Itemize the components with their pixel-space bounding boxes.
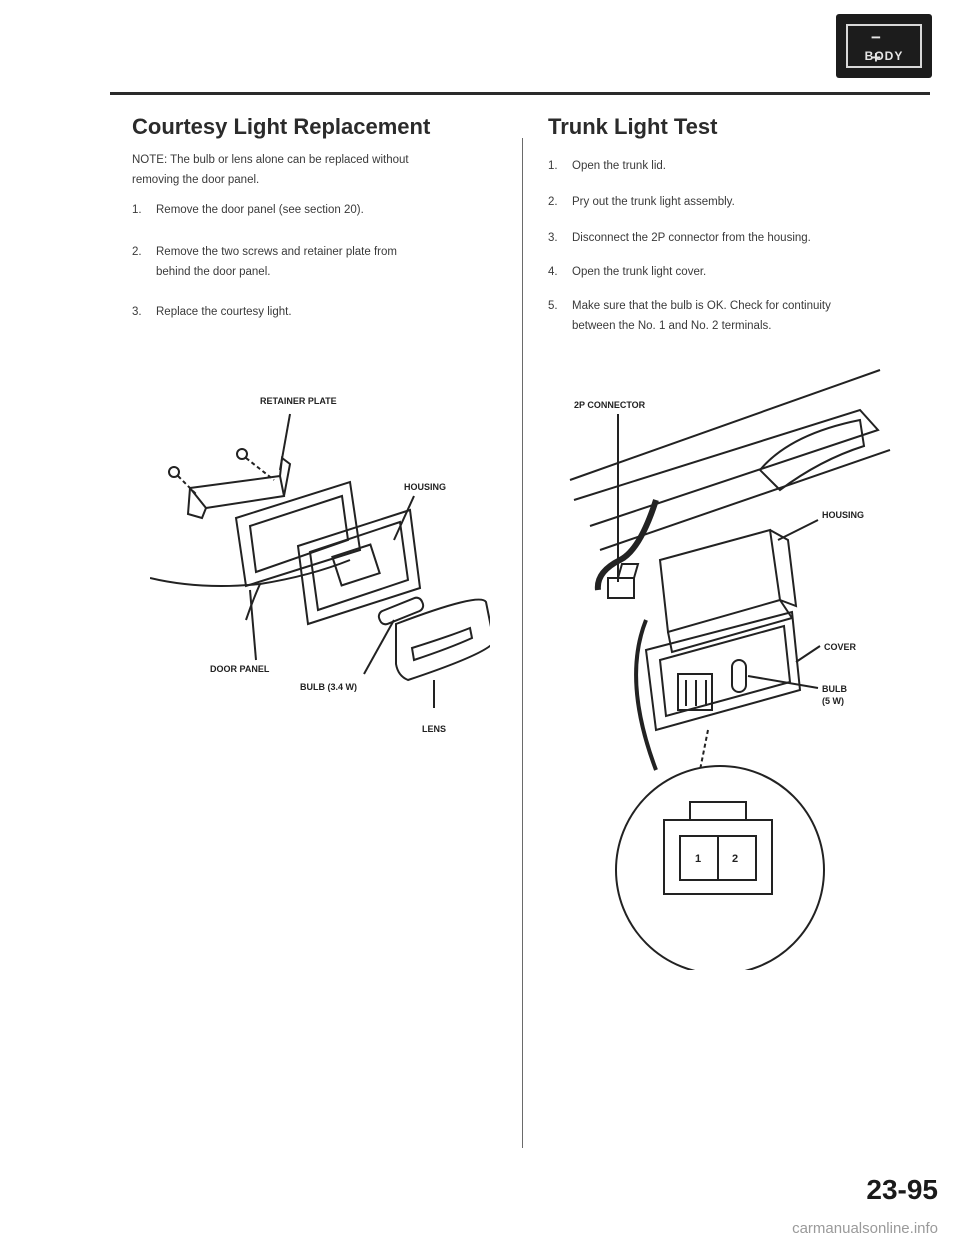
courtesy-light-diagram: RETAINER PLATE HOUSING DOOR PANEL BULB (… [150,396,490,734]
trunk-light-title: Trunk Light Test [548,114,718,139]
terminal-magnifier [615,765,825,970]
courtesy-note: NOTE: The bulb or lens alone can be repl… [132,150,502,190]
connector-face [663,819,773,895]
connector-2p [607,577,635,599]
page-number: 23-95 [866,1174,938,1205]
label-trunk-housing: HOUSING [822,510,864,520]
trunk-step-3: 3. Disconnect the 2P connector from the … [548,232,811,244]
trunk-light-diagram: 2P CONNECTOR HOUSING COVER BULB (5 W) 1 … [569,369,891,970]
trunk-step-4: 4. Open the trunk light cover. [548,266,707,278]
label-retainer-plate: RETAINER PLATE [260,396,337,406]
label-2p-connector: 2P CONNECTOR [574,400,646,410]
housing-box [296,508,422,626]
screw-right [236,448,248,460]
socket-terminals [677,673,713,711]
label-door-panel: DOOR PANEL [210,664,270,674]
wire-harness [594,499,659,591]
body-section-badge: − + BODY [836,14,932,78]
terminal-1-label: 1 [695,853,701,865]
courtesy-step-1: 1. Remove the door panel (see section 20… [132,204,364,216]
label-trunk-bulb: BULB [822,684,847,694]
terminal-2-label: 2 [732,853,738,865]
lens-shape [395,598,490,682]
trunk-step-5: 5. Make sure that the bulb is OK. Check … [548,300,831,332]
label-housing: HOUSING [404,482,446,492]
label-cover: COVER [824,642,857,652]
housing-frame [234,480,362,588]
retainer-plate [188,474,286,510]
battery-signs: − + [871,28,897,67]
note-line-1: NOTE: The bulb or lens alone can be repl… [132,154,409,166]
trunk-housing [658,528,782,634]
trunk-cover [644,610,802,732]
courtesy-step-2: 2. Remove the two screws and retainer pl… [132,246,397,278]
trunk-lid-edge [569,369,881,481]
courtesy-step-3: 3. Replace the courtesy light. [132,306,292,318]
column-divider [522,138,523,1148]
label-lens: LENS [422,724,446,734]
header-rule [110,92,930,95]
door-panel-edge [150,559,351,587]
note-line-2: removing the door panel. [132,174,260,186]
label-trunk-bulb-watt: (5 W) [822,696,844,706]
trunk-step-1: 1. Open the trunk lid. [548,160,666,172]
screw-left [168,466,180,478]
badge-label: BODY [864,49,904,63]
bulb-shape [377,596,425,626]
trunk-bulb-shape [731,659,747,693]
watermark: carmanualsonline.info [792,1220,938,1237]
label-bulb: BULB (3.4 W) [300,682,357,692]
trunk-step-2: 2. Pry out the trunk light assembly. [548,196,735,208]
courtesy-light-title: Courtesy Light Replacement [132,114,431,139]
